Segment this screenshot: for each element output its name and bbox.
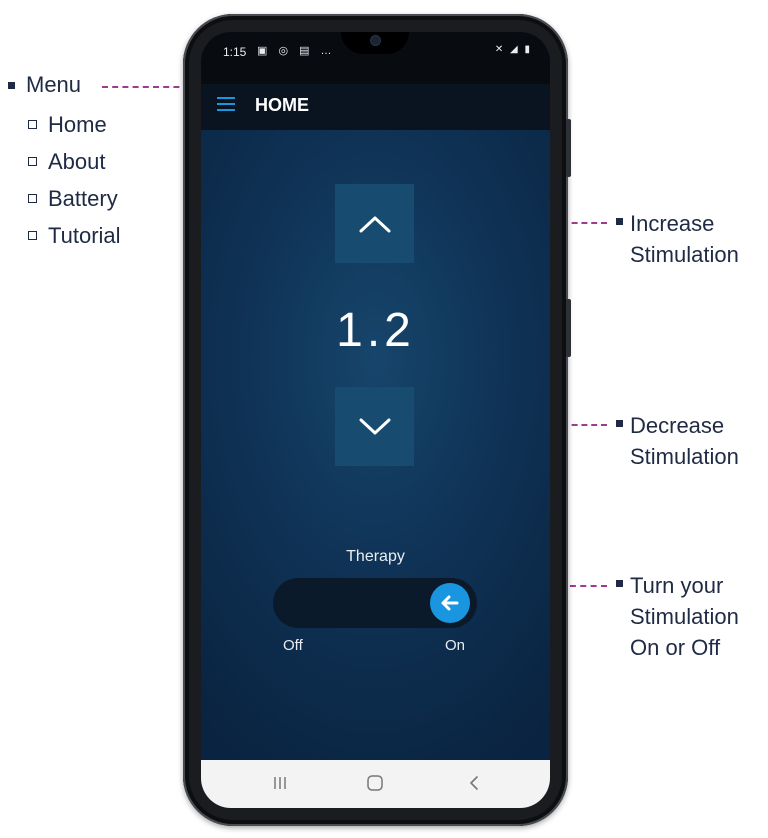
menu-annotation-item-battery: Battery bbox=[8, 180, 121, 217]
menu-annotation-item-home: Home bbox=[8, 106, 121, 143]
arrow-left-icon bbox=[441, 595, 459, 611]
increase-annotation: Increase Stimulation bbox=[616, 208, 739, 270]
phone-screen: 1:15 ▣ ◎ ▤ … ✕ ◢ ▮ HOME 1.2 bbox=[201, 32, 550, 808]
decrease-stimulation-button[interactable] bbox=[335, 387, 414, 466]
toggle-knob[interactable] bbox=[430, 583, 470, 623]
status-time: 1:15 bbox=[223, 45, 247, 59]
page-title: HOME bbox=[255, 95, 309, 115]
chevron-down-icon bbox=[359, 418, 390, 434]
hollow-square-bullet-icon bbox=[28, 194, 37, 203]
home-nav-icon[interactable] bbox=[364, 772, 386, 794]
square-bullet-icon bbox=[616, 218, 623, 225]
therapy-label: Therapy bbox=[346, 548, 405, 565]
decrease-annotation: Decrease Stimulation bbox=[616, 410, 739, 472]
menu-hamburger-icon[interactable] bbox=[217, 97, 235, 111]
hollow-square-bullet-icon bbox=[28, 231, 37, 240]
square-bullet-icon bbox=[616, 420, 623, 427]
square-bullet-icon bbox=[616, 580, 623, 587]
status-notification-icons: ▣ ◎ ▤ … bbox=[257, 45, 336, 57]
toggle-annotation: Turn your Stimulation On or Off bbox=[616, 570, 739, 663]
phone-frame: 1:15 ▣ ◎ ▤ … ✕ ◢ ▮ HOME 1.2 bbox=[183, 14, 571, 826]
menu-annotation-title: Menu bbox=[8, 70, 121, 100]
hollow-square-bullet-icon bbox=[28, 157, 37, 166]
system-navigation-bar bbox=[201, 760, 550, 808]
menu-annotation: Menu Home About Battery Tutorial bbox=[8, 70, 121, 254]
menu-callout-line bbox=[102, 86, 210, 88]
therapy-toggle[interactable] bbox=[273, 578, 477, 628]
power-button bbox=[566, 299, 571, 357]
toggle-off-label: Off bbox=[283, 637, 303, 654]
back-nav-icon[interactable] bbox=[463, 772, 485, 794]
front-camera-icon bbox=[371, 36, 380, 45]
camera-notch bbox=[341, 32, 409, 54]
menu-annotation-item-tutorial: Tutorial bbox=[8, 217, 121, 254]
recent-apps-icon[interactable] bbox=[269, 772, 291, 794]
menu-annotation-item-about: About bbox=[8, 143, 121, 180]
app-bar: HOME bbox=[201, 84, 550, 130]
chevron-up-icon bbox=[359, 216, 390, 232]
stimulation-level-value: 1.2 bbox=[336, 304, 415, 357]
increase-stimulation-button[interactable] bbox=[335, 184, 414, 263]
volume-button bbox=[566, 119, 571, 177]
status-system-icons: ✕ ◢ ▮ bbox=[494, 44, 532, 55]
hollow-square-bullet-icon bbox=[28, 120, 37, 129]
square-bullet-icon bbox=[8, 81, 15, 89]
toggle-on-label: On bbox=[445, 637, 466, 654]
